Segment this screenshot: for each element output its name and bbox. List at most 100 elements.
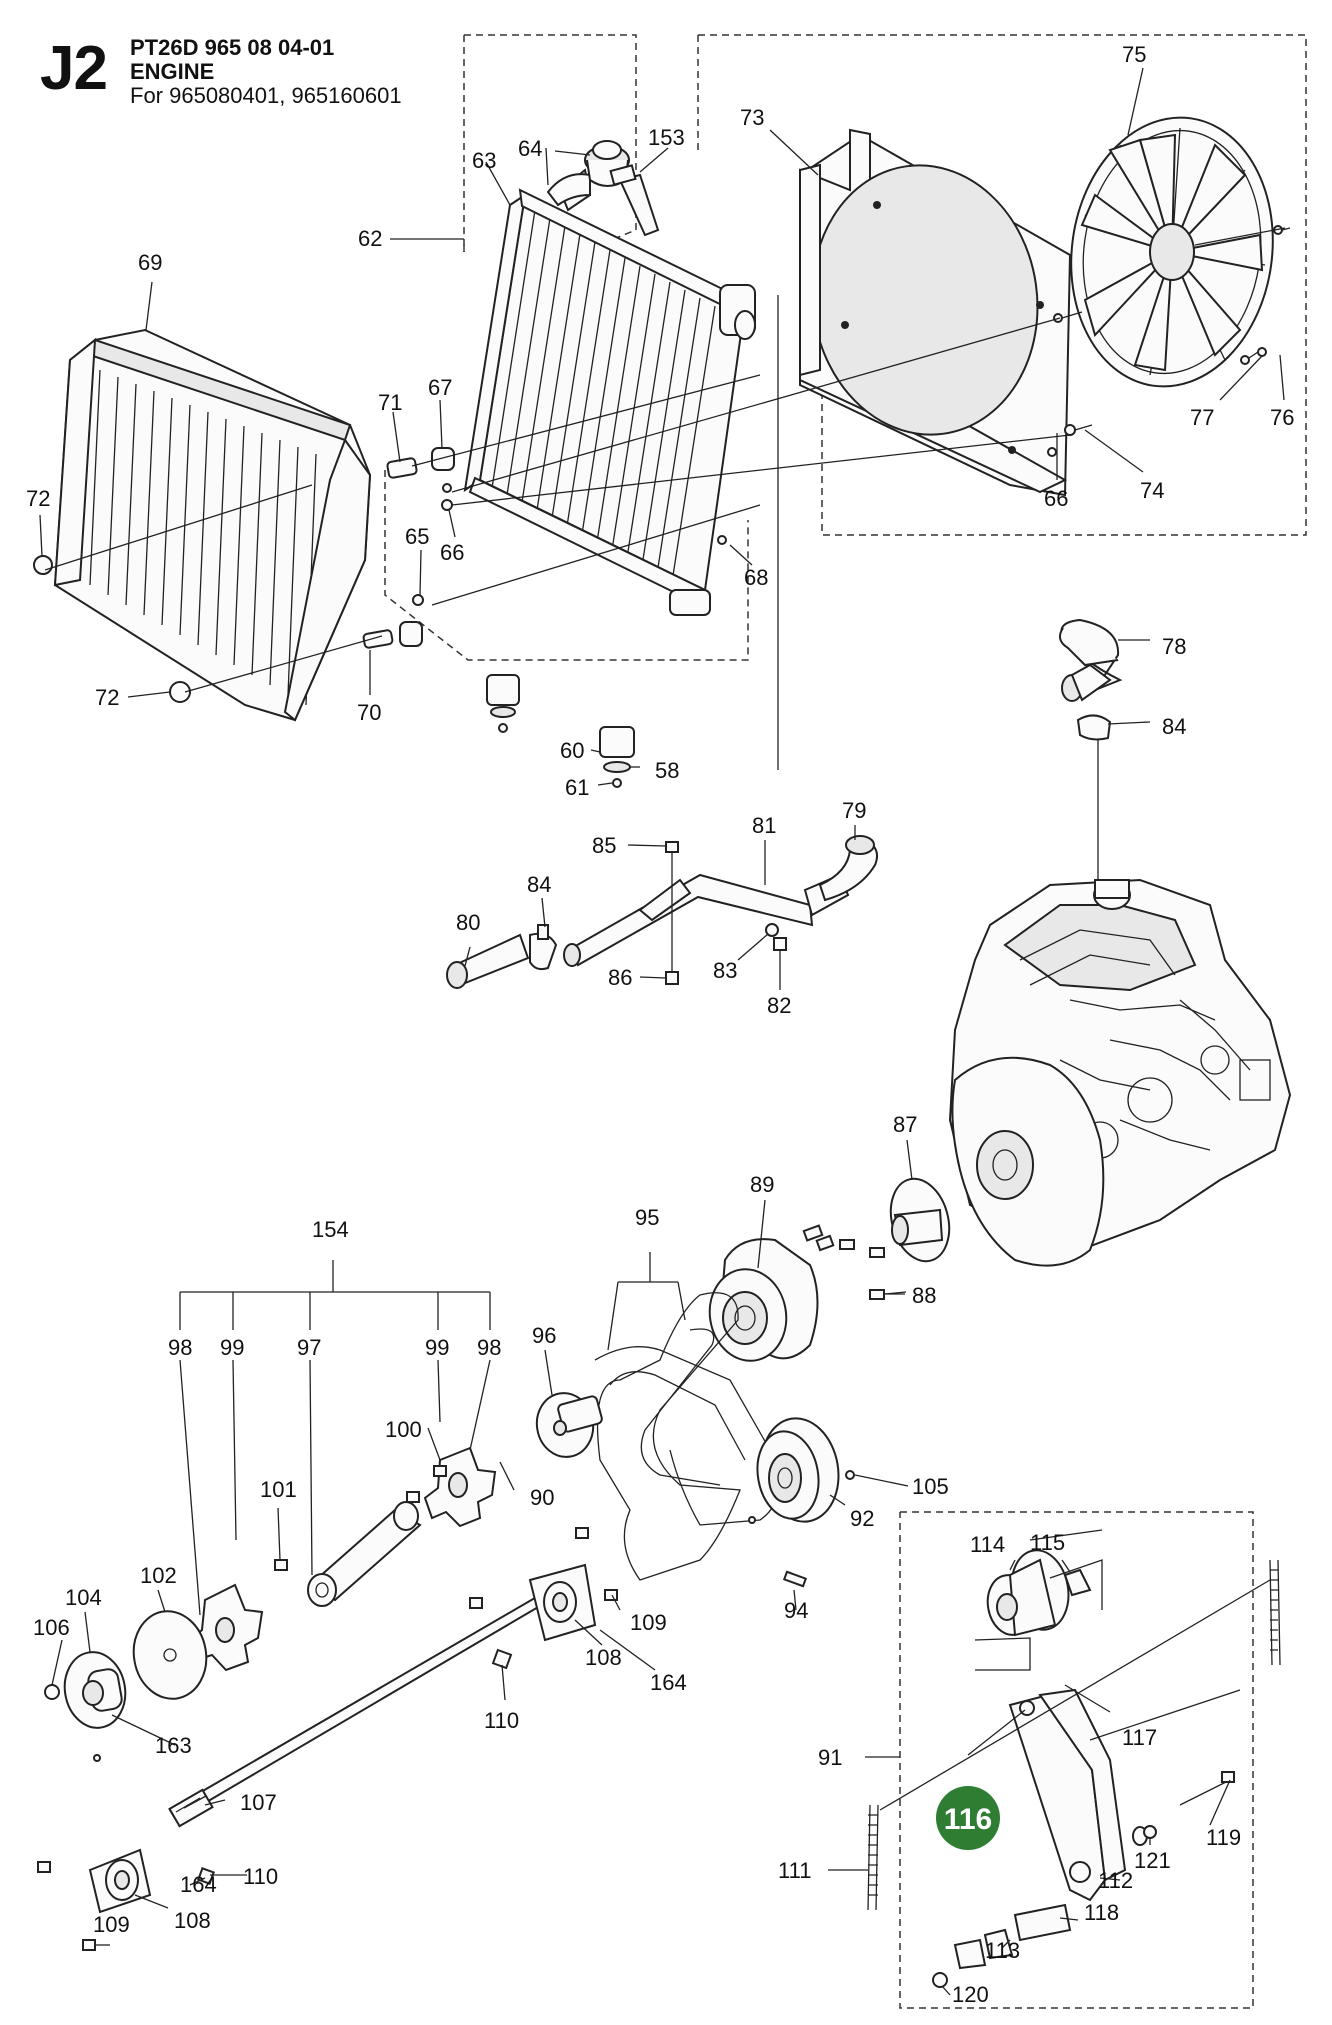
drive-plate: [889, 1177, 951, 1263]
bearing-block-upper: [528, 1563, 597, 1642]
callout-94: 94: [784, 1598, 808, 1623]
callout-72-upper: 72: [26, 486, 50, 511]
hose-clamp-upper: [1076, 714, 1112, 741]
callout-107: 107: [240, 1790, 277, 1815]
callout-119: 119: [1206, 1825, 1241, 1850]
callout-163: 163: [155, 1733, 192, 1758]
engine-block: [948, 878, 1292, 1267]
lower-hose-right: [818, 835, 878, 902]
callout-84-lower: 84: [527, 872, 551, 897]
callout-66-left: 66: [440, 540, 464, 565]
document-id: PT26D 965 08 04-01: [130, 35, 335, 60]
callout-63: 63: [472, 148, 496, 173]
callout-73: 73: [740, 105, 764, 130]
assembly-axes-top: [44, 227, 1286, 693]
callout-121: 121: [1134, 1848, 1171, 1873]
callout-164-lower: 164: [180, 1872, 217, 1897]
callout-99-left: 99: [220, 1335, 244, 1360]
radiator: [463, 168, 756, 616]
lower-hose-left: [446, 933, 530, 989]
callout-82: 82: [767, 993, 791, 1018]
callout-79: 79: [842, 798, 866, 823]
callout-61: 61: [565, 775, 589, 800]
callout-labels: 75 64 153 73 63 62 69 71 67 72 65 66 68 …: [26, 42, 1294, 2007]
callout-67: 67: [428, 375, 452, 400]
pipe-bolts: [665, 841, 787, 985]
callout-105: 105: [912, 1474, 949, 1499]
highlighted-part-116[interactable]: 116: [936, 1786, 1000, 1850]
tensioner-pins-and-sleeves: [932, 1709, 1235, 1988]
callout-58: 58: [655, 758, 679, 783]
callout-66-right: 66: [1044, 486, 1068, 511]
callout-64: 64: [518, 136, 542, 161]
callout-74: 74: [1140, 478, 1164, 503]
hose-clamp-lower: [529, 924, 558, 971]
callout-102: 102: [140, 1563, 177, 1588]
callout-104: 104: [65, 1585, 102, 1610]
leader-lines: [39, 67, 1285, 1996]
callout-92: 92: [850, 1506, 874, 1531]
callout-65: 65: [405, 524, 429, 549]
callout-78: 78: [1162, 634, 1186, 659]
callout-62: 62: [358, 226, 382, 251]
elastic-coupling-right: [423, 1446, 497, 1528]
tensioner-axes: [879, 1579, 1271, 1811]
lower-radiator-pipe: [563, 873, 850, 967]
coupling-flange: [535, 1392, 603, 1458]
callout-75: 75: [1122, 42, 1146, 67]
page-header: J2 PT26D 965 08 04-01 ENGINE For 9650804…: [0, 0, 700, 120]
callout-68: 68: [744, 565, 768, 590]
drive-shaft-tube: [307, 1501, 422, 1607]
callout-111: 111: [778, 1858, 811, 1883]
tensioner-assembly: [1008, 1688, 1148, 1902]
callout-60: 60: [560, 738, 584, 763]
small-bolts-center: [839, 1239, 905, 1300]
upper-radiator-hose: [1058, 618, 1123, 702]
bearing-block-lower: [88, 1848, 152, 1914]
idler-bushing: [1063, 1568, 1092, 1597]
callout-112: 112: [1098, 1868, 1133, 1893]
callout-86: 86: [608, 965, 632, 990]
callout-87: 87: [893, 1112, 917, 1137]
callout-109-upper: 109: [630, 1610, 667, 1635]
drive-pulley-hub: [708, 1224, 835, 1362]
callout-96: 96: [532, 1323, 556, 1348]
callout-110-upper: 110: [484, 1708, 519, 1733]
callout-153: 153: [648, 125, 685, 150]
callout-77: 77: [1190, 405, 1214, 430]
callout-95: 95: [635, 1205, 659, 1230]
callout-101: 101: [260, 1477, 297, 1502]
document-title: ENGINE: [130, 59, 215, 84]
model-numbers: For 965080401, 965160601: [130, 83, 402, 108]
callout-69: 69: [138, 250, 162, 275]
callout-90: 90: [530, 1485, 554, 1510]
callout-113: 113: [985, 1938, 1020, 1963]
coupling-cover: [132, 1610, 208, 1700]
radiator-grille: [53, 328, 372, 722]
callout-109-lower: 109: [93, 1912, 130, 1937]
callout-115: 115: [1030, 1530, 1065, 1555]
callout-110-lower: 110: [243, 1864, 278, 1889]
callout-97: 97: [297, 1335, 321, 1360]
callout-98-left: 98: [168, 1335, 192, 1360]
temperature-sensor: [609, 164, 660, 237]
callout-71: 71: [378, 390, 402, 415]
highlight-label: 116: [944, 1803, 992, 1836]
callout-100: 100: [385, 1417, 422, 1442]
callout-98-right: 98: [477, 1335, 501, 1360]
highlight-badge[interactable]: [936, 1786, 1000, 1850]
callout-72-lower: 72: [95, 685, 119, 710]
cooling-fan: [1070, 116, 1274, 388]
callout-114: 114: [970, 1532, 1005, 1557]
callout-154: 154: [312, 1217, 349, 1242]
callout-164-upper: 164: [650, 1670, 687, 1695]
callout-108-lower: 108: [174, 1908, 211, 1933]
callout-118: 118: [1084, 1900, 1119, 1925]
callout-120: 120: [952, 1982, 989, 2007]
callout-70: 70: [357, 700, 381, 725]
callout-117: 117: [1122, 1725, 1157, 1750]
callout-106: 106: [33, 1615, 70, 1640]
driven-pulley: [748, 1417, 855, 1588]
callout-84-upper: 84: [1162, 714, 1186, 739]
